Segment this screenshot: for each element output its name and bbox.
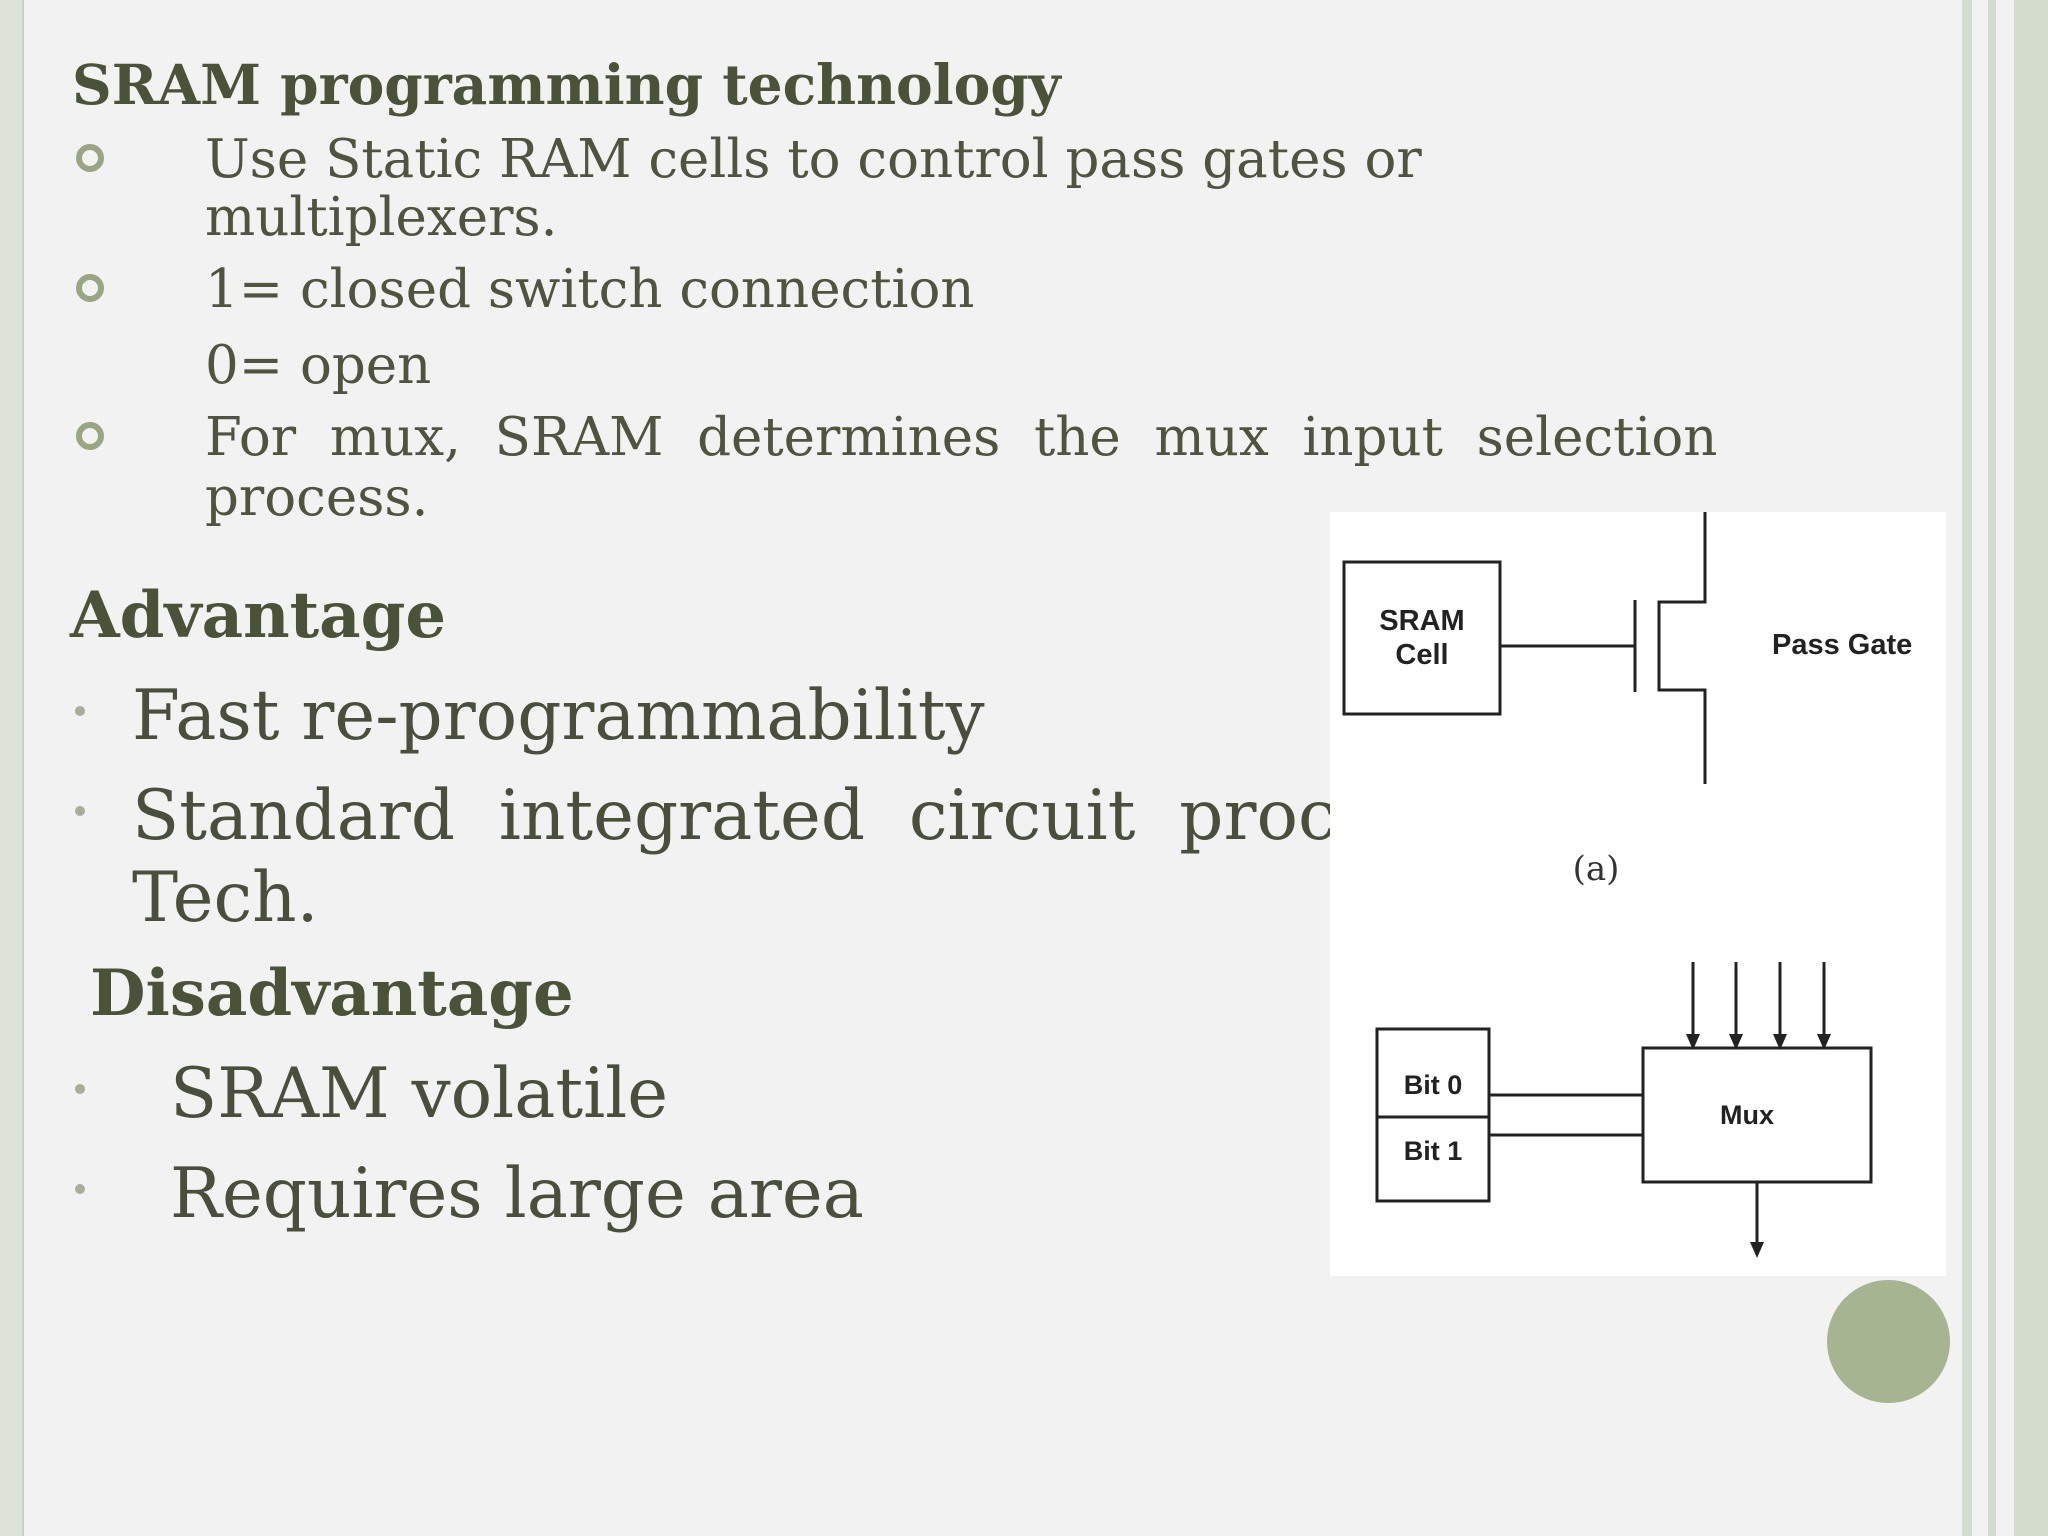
bullet-ring-icon — [76, 144, 104, 172]
border-stripe — [1962, 0, 1972, 1536]
arrow-head — [1729, 1034, 1743, 1050]
decorative-circle — [1827, 1280, 1950, 1403]
advantage-item-2-continued: Tech. — [132, 858, 319, 938]
mux-label: Mux — [1720, 1100, 1774, 1130]
disadvantage-item-2: Requires large area — [170, 1154, 864, 1234]
border-stripe — [1988, 0, 1996, 1536]
advantage-item-1: Fast re-programmability — [132, 676, 985, 756]
sram-cell-label-2: Cell — [1395, 639, 1448, 671]
sram-cell-box — [1342, 560, 1502, 716]
disadvantage-item-1: SRAM volatile — [170, 1054, 669, 1134]
point-1-line-1: Use Static RAM cells to control pass gat… — [205, 129, 1422, 190]
point-2-line-2: 0= open — [205, 335, 432, 396]
slide-left-border — [0, 0, 24, 1536]
arrow-head — [1750, 1242, 1764, 1258]
point-3-line-2: process. — [205, 467, 429, 528]
sram-cell-label-1: SRAM — [1379, 605, 1464, 637]
border-stripe — [2014, 0, 2048, 1536]
arrow-head — [1686, 1034, 1700, 1050]
pass-gate-label: Pass Gate — [1772, 629, 1912, 661]
point-2-line-1: 1= closed switch connection — [205, 259, 975, 320]
pass-gate-transistor — [1657, 512, 1707, 784]
point-3-line-1: For mux, SRAM determines the mux input s… — [205, 407, 1718, 468]
slide-right-border — [1962, 0, 2048, 1536]
bullet-dot-icon — [75, 1184, 85, 1194]
arrow-head — [1773, 1034, 1787, 1050]
bullet-dot-icon — [75, 806, 85, 816]
bit1-label: Bit 1 — [1404, 1136, 1463, 1166]
sram-diagram-svg: SRAM Cell Pass Gate Bit 0 Bit 1 Mux (a) — [1342, 512, 1912, 1258]
bit0-label: Bit 0 — [1404, 1070, 1463, 1100]
caption-a: (a) — [1573, 849, 1620, 889]
advantage-item-2: Standard integrated circuit process — [132, 776, 1449, 856]
bullet-ring-icon — [76, 274, 104, 302]
bullet-dot-icon — [75, 706, 85, 716]
advantage-heading: Advantage — [70, 578, 447, 653]
bullet-dot-icon — [75, 1084, 85, 1094]
slide-title: SRAM programming technology — [72, 52, 1061, 117]
bullet-ring-icon — [76, 422, 104, 450]
sram-diagram: SRAM Cell Pass Gate Bit 0 Bit 1 Mux (a) — [1330, 512, 1946, 1276]
point-1-line-2: multiplexers. — [205, 187, 558, 248]
disadvantage-heading: Disadvantage — [90, 956, 574, 1031]
arrow-head — [1817, 1034, 1831, 1050]
bit1-box — [1375, 1115, 1491, 1203]
